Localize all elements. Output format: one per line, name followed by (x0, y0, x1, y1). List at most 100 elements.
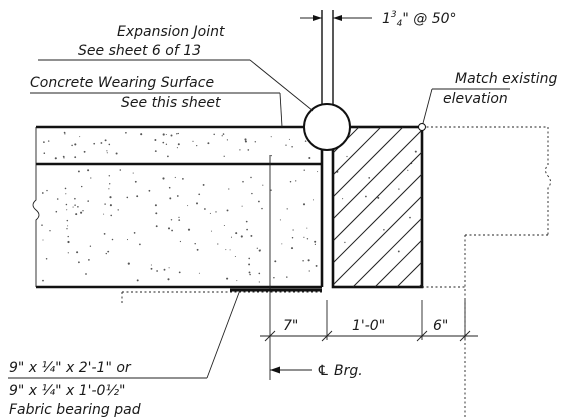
concrete-speck (162, 141, 165, 144)
concrete-speck (241, 205, 243, 207)
concrete-speck (258, 249, 261, 252)
concrete-speck (242, 180, 244, 183)
concrete-speck (239, 149, 241, 151)
concrete-speck (108, 175, 111, 177)
concrete-speck (107, 250, 110, 253)
concrete-speck (176, 147, 178, 149)
joint-gap-tail: " @ 50° (402, 11, 456, 27)
dimension-middle: 1'-0" (352, 318, 385, 334)
concrete-speck (67, 252, 69, 254)
concrete-speck (80, 211, 83, 214)
concrete-speck (198, 272, 200, 274)
joint-gap-frac-num: 3 (391, 10, 397, 20)
concrete-speck (210, 230, 213, 232)
concrete-speck (279, 219, 281, 221)
concrete-speck (226, 139, 228, 141)
concrete-speck (244, 140, 247, 143)
concrete-speck (250, 234, 253, 237)
concrete-speck (251, 192, 253, 195)
hatch-line (418, 283, 422, 287)
concrete-speck (286, 276, 288, 278)
concrete-speck (306, 238, 309, 240)
concrete-speck (178, 271, 181, 274)
expansion-joint-label: Expansion Joint (117, 24, 225, 40)
concrete-speck (132, 172, 134, 174)
concrete-speck (235, 232, 238, 235)
concrete-speck (162, 133, 165, 136)
concrete-speck (292, 229, 294, 231)
concrete-speck (105, 252, 107, 255)
match-existing-label: Match existing (455, 71, 558, 87)
concrete-speck (47, 140, 50, 142)
concrete-speck (204, 208, 206, 210)
leader-lines (8, 59, 510, 379)
concrete-speck (154, 204, 157, 207)
concrete-speck (196, 202, 198, 205)
concrete-speck (170, 219, 173, 221)
concrete-speck (154, 139, 157, 141)
concrete-speck (63, 131, 66, 134)
joint-gap-frac-den: 4 (397, 19, 403, 29)
concrete-speck (150, 264, 152, 266)
concrete-speck (165, 133, 167, 136)
concrete-speck (136, 195, 139, 198)
concrete-speck (88, 259, 90, 261)
concrete-speck (303, 169, 305, 171)
hatch-line (485, 127, 575, 287)
concrete-speck (111, 238, 114, 241)
concrete-speck (365, 195, 367, 198)
concrete-speck (291, 236, 294, 239)
concrete-speck (302, 203, 306, 206)
concrete-speck (248, 263, 251, 266)
match-existing-label-2: elevation (443, 91, 508, 107)
concrete-speck (66, 228, 68, 230)
concrete-speck (49, 230, 51, 232)
concrete-speck (127, 262, 130, 265)
abutment-backwall (155, 125, 575, 289)
hatch-line (333, 127, 404, 198)
concrete-speck (103, 233, 106, 235)
concrete-speck (215, 211, 217, 213)
concrete-speck (176, 133, 178, 135)
concrete-speck (179, 240, 181, 243)
concrete-speck (63, 157, 65, 159)
hatch-line (507, 127, 575, 287)
concrete-speck (223, 155, 225, 157)
concrete-speck (234, 255, 236, 258)
concrete-speck (308, 270, 310, 272)
concrete-speck (290, 247, 294, 250)
concrete-speck (77, 170, 80, 173)
concrete-speck (192, 140, 194, 142)
concrete-speck (228, 188, 230, 190)
concrete-speck (74, 197, 76, 200)
concrete-speck (230, 236, 233, 238)
concrete-speck (262, 184, 264, 186)
concrete-speck (134, 180, 137, 183)
concrete-speck (106, 152, 108, 154)
concrete-speck (163, 268, 166, 271)
bearing-centerline-label: ℄ Brg. (317, 363, 363, 379)
concrete-speck (187, 205, 189, 207)
concrete-speck (258, 200, 260, 203)
concrete-speck (407, 169, 409, 171)
concrete-speck (85, 273, 87, 275)
concrete-speck (133, 232, 136, 234)
concrete-speck (117, 209, 119, 211)
concrete-speck (67, 240, 70, 244)
concrete-speck (74, 156, 77, 159)
concrete-speck (42, 279, 44, 282)
concrete-speck (100, 142, 103, 144)
hatch-line (155, 127, 315, 287)
dimension-right: 6" (433, 318, 448, 334)
wearing-surface-ref-label: See this sheet (121, 95, 221, 111)
hatch-line (441, 127, 575, 287)
concrete-speck (71, 144, 73, 147)
concrete-speck (383, 229, 385, 231)
concrete-speck (409, 216, 411, 219)
concrete-speck (74, 143, 77, 146)
concrete-speck (213, 133, 215, 136)
hatch-line (333, 127, 360, 154)
concrete-speck (90, 177, 92, 179)
concrete-speck (79, 136, 81, 138)
concrete-speck (41, 224, 43, 226)
